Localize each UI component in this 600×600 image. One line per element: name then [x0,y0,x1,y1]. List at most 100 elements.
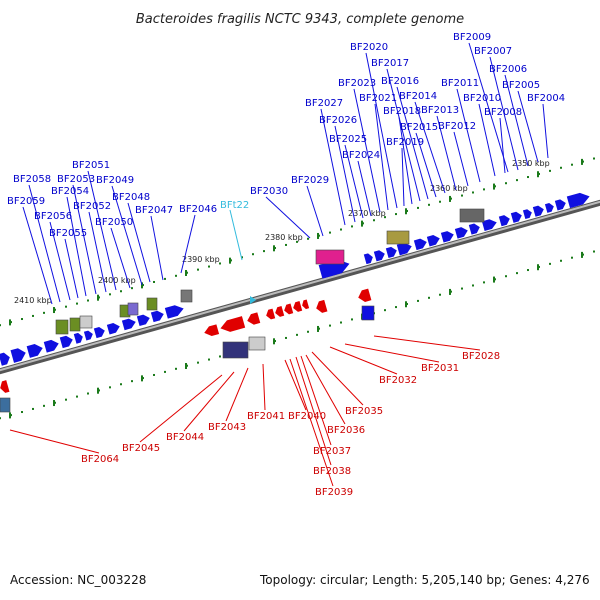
tick-mark [449,195,451,202]
tick-dot [439,200,441,203]
gene-box [222,341,249,359]
gene-box [315,249,345,265]
tick-dot [285,336,287,339]
gene-label: BF2045 [122,443,160,454]
forward-gene-arrow [106,323,120,335]
reverse-gene-arrow [204,324,220,337]
gene-label: BF2032 [379,375,417,386]
gene-label: BF2046 [179,204,217,215]
callout-line [468,42,509,173]
callout-line [66,196,87,297]
callout-line [225,367,249,422]
gene-label: BF2038 [313,466,351,477]
tick-mark [581,251,583,258]
forward-gene-arrow [164,305,184,319]
tick-dot [263,250,265,253]
gene-label: BF2029 [291,175,329,186]
tick-mark [185,270,187,277]
callout-line [365,52,398,209]
tick-dot [516,179,518,182]
reverse-gene-arrow [302,299,310,310]
gene-box [146,297,158,311]
gene-label: BFt22 [220,200,249,211]
tick-mark [273,338,275,345]
reverse-gene-arrow [275,306,285,317]
forward-gene-arrow [363,253,373,265]
tick-dot [208,265,210,268]
tick-dot [65,398,67,401]
forward-gene-arrow [0,352,10,366]
callout-line [357,160,372,217]
gene-label: BF2015 [400,122,438,133]
callout-line [374,103,389,211]
tick-dot [0,417,1,420]
callout-line [180,214,196,274]
tick-dot [384,216,386,219]
gene-label: BF2050 [95,217,133,228]
gene-box [248,336,266,351]
reverse-gene-arrow [0,380,10,393]
callout-line [295,356,332,466]
callout-lines [9,42,549,487]
forward-gene-arrow [532,205,544,217]
gene-label: BF2009 [453,32,491,43]
callout-line [344,144,364,219]
tick-dot [175,367,177,370]
tick-dot [461,287,463,290]
tick-dot [472,191,474,194]
tick-dot [21,411,23,414]
forward-gene-arrow [150,310,164,323]
callout-line [110,227,131,289]
gene-label: BF2054 [51,186,89,197]
forward-gene-arrow [318,259,350,279]
tick-mark [405,301,407,308]
gene-label: BF2040 [288,411,326,422]
genome-summary: Topology: circular; Length: 5,205,140 bp… [260,573,590,587]
callout-line [398,116,413,205]
tick-mark [141,282,143,289]
tick-dot [153,280,155,283]
gene-label: BF2025 [329,134,367,145]
tick-dot [593,157,595,160]
tick-dot [285,243,287,246]
tick-dot [131,380,133,383]
gene-features [0,192,590,413]
callout-line [49,221,71,301]
forward-gene-arrow [396,242,412,256]
gene-box [127,302,139,316]
gene-label: BF2024 [342,150,380,161]
callout-line [87,170,117,291]
tick-dot [109,293,111,296]
callout-line [489,56,519,171]
gene-label: BF2059 [7,196,45,207]
tick-dot [428,296,430,299]
gene-label: BF2023 [338,78,376,89]
tick-mark [141,375,143,382]
forward-gene-arrow [93,326,105,339]
callout-line [542,103,549,159]
tick-dot [21,318,23,321]
callout-line [311,351,364,406]
tick-dot [593,250,595,253]
callout-line [504,74,529,167]
forward-gene-arrow [136,314,150,327]
gene-label: BF2006 [489,64,527,75]
gene-label: BF2056 [34,211,72,222]
gene-label: BF2043 [208,422,246,433]
tick-dot [87,299,89,302]
callout-line [414,101,446,194]
tick-dot [428,203,430,206]
callout-line [305,354,346,425]
tick-dot [505,275,507,278]
tick-dot [384,309,386,312]
callout-line [111,185,143,286]
gene-label: BF2012 [438,121,476,132]
tick-mark [53,307,55,314]
gene-label: BF2008 [484,107,522,118]
tick-dot [109,386,111,389]
callout-line [64,238,79,299]
tick-dot [439,293,441,296]
tick-dot [208,358,210,361]
